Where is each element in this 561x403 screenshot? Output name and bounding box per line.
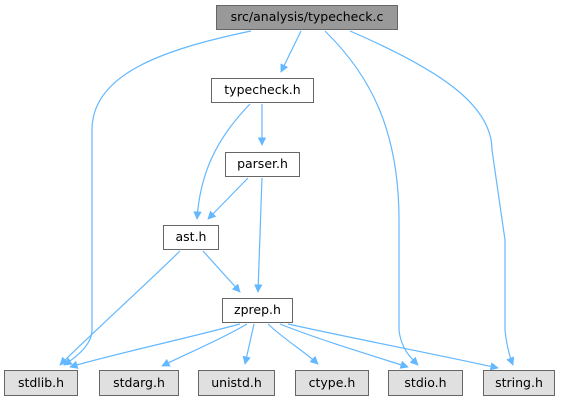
node-typecheck-h[interactable]: typecheck.h [211, 78, 314, 103]
node-stdlib-h[interactable]: stdlib.h [4, 370, 78, 396]
node-root-typecheck-c[interactable]: src/analysis/typecheck.c [216, 5, 398, 30]
edge-zprep-to-stdlib [69, 323, 241, 369]
edge-ast-to-stdlib [59, 250, 181, 366]
edge-root-to-typecheck [280, 30, 302, 73]
node-stdarg-h[interactable]: stdarg.h [99, 370, 179, 396]
edge-zprep-to-unistd [242, 323, 255, 365]
edge-parser-to-zprep [254, 177, 263, 293]
edge-parser-to-ast [207, 177, 249, 220]
edge-root-to-stdlib [63, 30, 252, 366]
edge-root-to-string [349, 30, 515, 366]
edge-zprep-to-stdio [279, 323, 409, 369]
edge-typecheck-to-ast [193, 103, 251, 220]
node-unistd-h[interactable]: unistd.h [198, 370, 275, 396]
edge-zprep-to-ctype [267, 323, 319, 365]
edge-zprep-to-string [287, 323, 499, 371]
edge-root-to-stdio [324, 30, 419, 366]
edge-zprep-to-stdarg [161, 323, 248, 367]
node-ctype-h[interactable]: ctype.h [295, 370, 369, 396]
node-string-h[interactable]: string.h [483, 370, 555, 396]
node-stdio-h[interactable]: stdio.h [388, 370, 463, 396]
node-parser-h[interactable]: parser.h [225, 152, 300, 177]
edge-ast-to-zprep [202, 250, 241, 293]
node-zprep-h[interactable]: zprep.h [222, 298, 293, 323]
node-ast-h[interactable]: ast.h [163, 225, 219, 250]
